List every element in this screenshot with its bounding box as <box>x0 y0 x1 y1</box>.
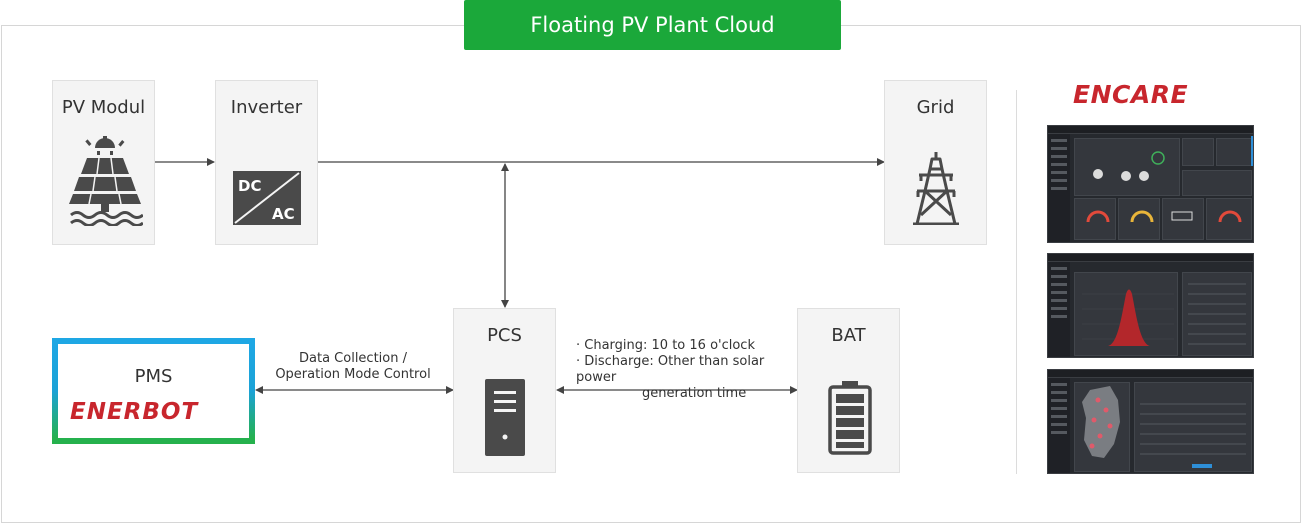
diagram-title: Floating PV Plant Cloud <box>530 13 775 37</box>
pms-pcs-caption: Data Collection / Operation Mode Control <box>266 351 440 383</box>
enerbot-logo: ENERBOT <box>70 399 199 422</box>
title-banner: Floating PV Plant Cloud <box>464 0 841 50</box>
pv-module-node: PV Modul <box>52 80 155 245</box>
inverter-label: Inverter <box>230 97 303 118</box>
bat-label: BAT <box>831 325 866 346</box>
dashboard-screenshot <box>1047 125 1254 243</box>
inverter-node: Inverter DC AC <box>215 80 318 245</box>
grid-node: Grid <box>884 80 987 245</box>
generation-chart-screenshot <box>1047 253 1254 358</box>
solar-panel-icon <box>69 136 143 226</box>
charging-text: · Charging: 10 to 16 o'clock <box>576 338 755 353</box>
pcs-node: PCS <box>453 308 556 473</box>
bat-node: BAT <box>797 308 900 473</box>
server-tower-icon <box>485 379 525 456</box>
pcs-label: PCS <box>487 325 522 346</box>
pms-label: PMS <box>134 366 173 387</box>
dc-text: DC <box>238 177 262 195</box>
section-divider <box>1016 90 1017 474</box>
dc-ac-converter-icon <box>233 171 301 225</box>
pcs-bat-caption: · Charging: 10 to 16 o'clock · Discharge… <box>576 338 791 402</box>
map-screenshot <box>1047 369 1254 474</box>
pms-pcs-caption-line1: Data Collection / <box>299 351 407 366</box>
discharge-text-cont: generation time <box>642 386 747 401</box>
pv-module-label: PV Modul <box>61 97 146 118</box>
pms-node: PMS ENERBOT <box>52 338 255 444</box>
svg-text:ENERBOT: ENERBOT <box>70 399 199 422</box>
ac-text: AC <box>272 205 295 223</box>
svg-text:ENCARE: ENCARE <box>1073 80 1188 108</box>
battery-icon <box>828 381 872 455</box>
encare-logo: ENCARE <box>1073 80 1188 108</box>
pms-pcs-caption-line2: Operation Mode Control <box>275 367 431 382</box>
discharge-text: · Discharge: Other than solar power <box>576 354 765 385</box>
transmission-tower-icon <box>913 152 959 225</box>
grid-label: Grid <box>916 97 955 118</box>
